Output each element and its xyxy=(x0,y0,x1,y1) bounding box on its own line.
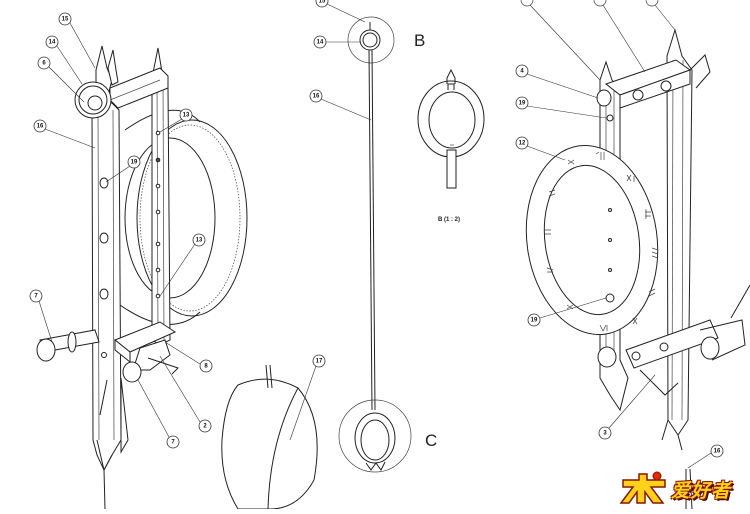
view-label-b: B xyxy=(414,31,425,50)
callout-15-center: 15 xyxy=(315,0,329,8)
callout-3: 3 xyxy=(598,426,612,440)
callout-16-center: 16 xyxy=(309,89,323,103)
callout-7-bottom: 7 xyxy=(166,435,180,449)
callout-16-right: 16 xyxy=(710,444,724,458)
svg-text:14: 14 xyxy=(49,40,56,46)
svg-text:8: 8 xyxy=(204,364,208,370)
svg-text:19: 19 xyxy=(531,318,538,324)
svg-text:19: 19 xyxy=(131,160,138,166)
pendulum-view xyxy=(338,16,412,473)
pendulum-bob-view xyxy=(221,364,318,510)
svg-text:6: 6 xyxy=(42,61,46,67)
callout-8: 8 xyxy=(199,359,213,373)
svg-text:7: 7 xyxy=(34,294,38,300)
svg-text:14: 14 xyxy=(317,40,324,46)
svg-text:13: 13 xyxy=(196,238,203,244)
svg-text:15: 15 xyxy=(319,0,326,5)
left-assembly-view xyxy=(36,45,248,510)
svg-text:2: 2 xyxy=(203,424,207,430)
svg-text:4: 4 xyxy=(520,69,524,75)
callout-16-left: 16 xyxy=(33,119,47,133)
callout-19-left: 19 xyxy=(127,155,141,169)
svg-text:13: 13 xyxy=(183,113,190,119)
callout-6: 6 xyxy=(37,56,51,70)
svg-text:16: 16 xyxy=(37,124,44,130)
svg-text:3: 3 xyxy=(603,431,607,437)
callout-12: 12 xyxy=(515,136,529,150)
right-assembly-view xyxy=(525,28,750,510)
callout-14-center: 14 xyxy=(313,35,327,49)
callout-7-left: 7 xyxy=(29,289,43,303)
callout-4: 4 xyxy=(515,64,529,78)
callout-15-left: 15 xyxy=(58,12,72,26)
callout-14-left: 14 xyxy=(45,35,59,49)
callout-19-right-top: 19 xyxy=(515,96,529,110)
svg-text:12: 12 xyxy=(519,141,526,147)
dial-numerals xyxy=(544,151,659,332)
callout-19-right-bottom: 19 xyxy=(527,313,541,327)
svg-text:16: 16 xyxy=(714,449,721,455)
detail-b-view xyxy=(417,68,485,189)
svg-text:7: 7 xyxy=(171,440,175,446)
svg-text:17: 17 xyxy=(316,359,323,365)
detail-b-caption: B (1 : 2) xyxy=(438,217,460,223)
callout-13-top: 13 xyxy=(179,108,193,122)
watermark-text: 爱好者 xyxy=(671,481,732,502)
watermark-logo: 爱好者 xyxy=(619,470,743,506)
svg-text:16: 16 xyxy=(313,94,320,100)
svg-text:19: 19 xyxy=(519,101,526,107)
callout-2: 2 xyxy=(198,419,212,433)
svg-text:15: 15 xyxy=(62,17,69,23)
callout-13-mid: 13 xyxy=(192,233,206,247)
view-label-c: C xyxy=(425,431,437,450)
callout-17: 17 xyxy=(312,354,326,368)
